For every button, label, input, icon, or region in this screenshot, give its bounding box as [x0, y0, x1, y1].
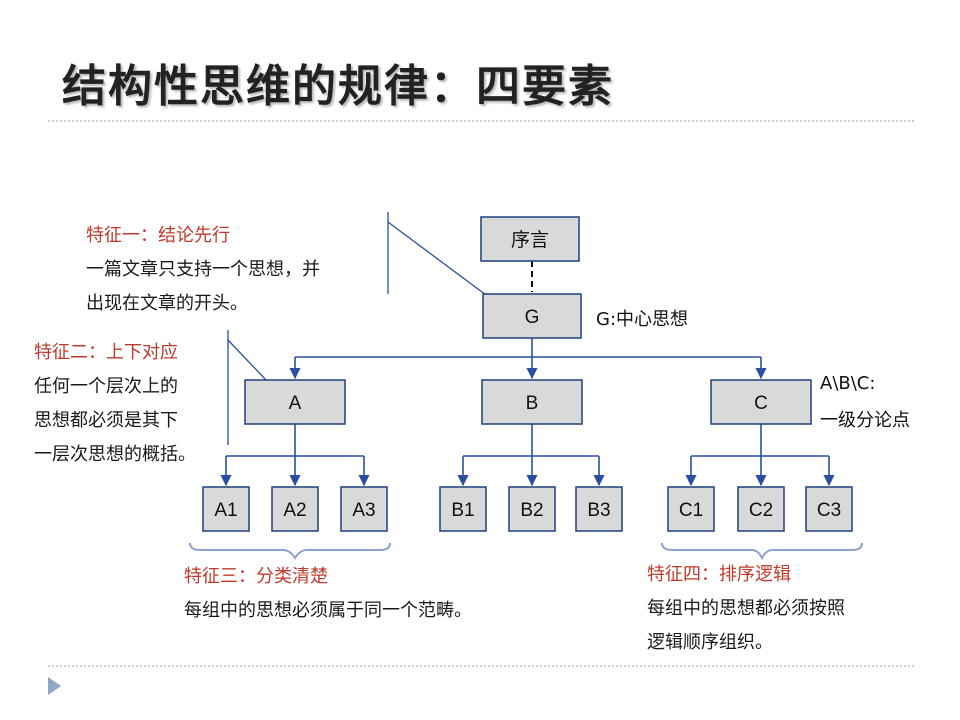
callout-2-pointer [227, 339, 267, 381]
node-a3: A3 [340, 486, 388, 532]
node-b1: B1 [439, 486, 487, 532]
node-preface-label: 序言 [511, 229, 549, 251]
feature-1-heading: 特征一：结论先行 [86, 225, 230, 246]
node-c2: C2 [737, 486, 785, 532]
feature-3: 特征三：分类清楚 每组中的思想必须属于同一个范畴。 [184, 560, 472, 628]
node-b: B [481, 379, 583, 425]
feature-1: 特征一：结论先行 一篇文章只支持一个思想，并 出现在文章的开头。 [86, 219, 320, 321]
node-g: G [482, 293, 582, 339]
feature-4-heading: 特征四：排序逻辑 [647, 564, 791, 585]
feature-1-line-2: 出现在文章的开头。 [86, 293, 248, 314]
brace-a-group [189, 542, 391, 560]
feature-3-line-1: 每组中的思想必须属于同一个范畴。 [184, 600, 472, 621]
node-c3-label: C3 [817, 500, 841, 521]
node-g-label: G [525, 307, 540, 328]
feature-4-line-1: 每组中的思想都必须按照 [647, 598, 845, 619]
feature-2-line-2: 思想都必须是其下 [34, 410, 178, 431]
node-c3: C3 [805, 486, 853, 532]
node-a1: A1 [202, 486, 250, 532]
node-b3: B3 [575, 486, 623, 532]
node-preface: 序言 [480, 216, 580, 262]
node-a: A [244, 379, 346, 425]
node-a-label: A [289, 393, 302, 414]
node-c1-label: C1 [679, 500, 703, 521]
node-a2-label: A2 [283, 500, 306, 521]
abc-label-line1: A\B\C: [820, 373, 876, 394]
node-a2: A2 [271, 486, 319, 532]
node-c2-label: C2 [749, 500, 773, 521]
next-slide-arrow-icon[interactable] [48, 677, 61, 695]
node-b2-label: B2 [520, 500, 543, 521]
node-b-label: B [526, 393, 539, 414]
feature-3-heading: 特征三：分类清楚 [184, 566, 328, 587]
brace-c-group [661, 542, 863, 561]
abc-label-line2: 一级分论点 [820, 410, 910, 431]
callout-lines [227, 212, 491, 445]
feature-4-line-2: 逻辑顺序组织。 [647, 632, 773, 653]
feature-2: 特征二：上下对应 任何一个层次上的 思想都必须是其下 一层次思想的概括。 [34, 336, 196, 472]
feature-4: 特征四：排序逻辑 每组中的思想都必须按照 逻辑顺序组织。 [647, 558, 845, 660]
connectors [220, 338, 835, 487]
feature-1-line-1: 一篇文章只支持一个思想，并 [86, 259, 320, 280]
top-divider [48, 120, 914, 122]
node-a3-label: A3 [352, 500, 375, 521]
node-b3-label: B3 [587, 500, 610, 521]
feature-2-line-1: 任何一个层次上的 [34, 376, 178, 397]
callout-1-pointer [387, 221, 491, 299]
feature-2-line-3: 一层次思想的概括。 [34, 444, 196, 465]
node-c-label: C [754, 393, 768, 414]
node-c: C [710, 379, 812, 425]
node-c1: C1 [667, 486, 715, 532]
node-a1-label: A1 [214, 500, 237, 521]
node-b2: B2 [508, 486, 556, 532]
page-title: 结构性思维的规律：四要素 [62, 61, 614, 112]
node-b1-label: B1 [451, 500, 474, 521]
feature-2-heading: 特征二：上下对应 [34, 342, 178, 363]
bottom-divider [48, 665, 914, 667]
g-meaning-label: G:中心思想 [596, 309, 689, 330]
